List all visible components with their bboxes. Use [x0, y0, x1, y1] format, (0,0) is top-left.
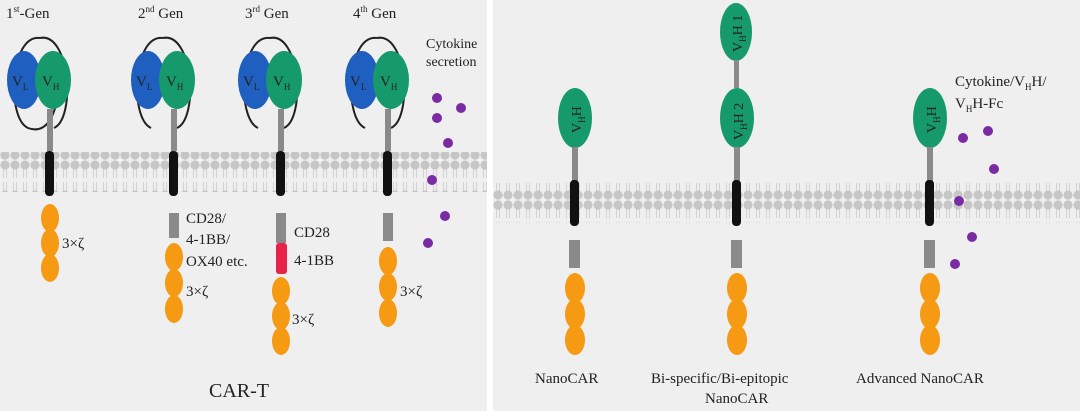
- zeta-label: 3×ζ: [62, 236, 84, 252]
- cytokine-dots: [423, 93, 466, 248]
- costim-label-line3: OX40 etc.: [186, 254, 248, 270]
- 4-1bb-label: 4-1BB: [294, 253, 334, 269]
- vl-domain: [345, 51, 379, 109]
- svg-text:VHH: VHH: [570, 106, 587, 133]
- gen-4-header: 4th Gen: [353, 4, 397, 22]
- hinge: [171, 109, 177, 151]
- cell-membrane: [0, 152, 487, 192]
- vhh-domain: [558, 88, 592, 148]
- vh-domain: [266, 51, 302, 109]
- nanocar-diagram: VHH NanoCAR VHH 1 VHH 2 Bi-specific/Bi-e…: [493, 3, 1080, 407]
- zeta-segment: [565, 325, 585, 355]
- advanced-nanocar-label: Advanced NanoCAR: [856, 371, 984, 387]
- hinge: [927, 147, 933, 182]
- transmembrane-domain: [45, 151, 54, 196]
- car-gen-3: VL VH CD28 4-1BB 3×ζ: [238, 36, 334, 355]
- hinge: [385, 109, 391, 151]
- bispecific-nanocar: VHH 1 VHH 2 Bi-specific/Bi-epitopic Nano…: [651, 3, 789, 407]
- zeta-label: 3×ζ: [292, 312, 314, 328]
- nanocar-label: NanoCAR: [535, 371, 598, 387]
- zeta-segment: [165, 295, 183, 323]
- zeta-segment: [41, 254, 59, 282]
- zeta-segment: [165, 243, 183, 271]
- transmembrane-domain: [570, 180, 579, 226]
- car-gen-1: VL VH 3×ζ: [7, 36, 84, 282]
- vh-domain: [373, 51, 409, 109]
- hinge: [734, 147, 740, 182]
- zeta-label: 3×ζ: [400, 284, 422, 300]
- costim-domain: [169, 213, 179, 238]
- hinge: [47, 109, 53, 151]
- vl-domain: [131, 51, 165, 109]
- cd28-label: CD28: [294, 225, 330, 241]
- svg-text:VHH: VHH: [925, 106, 942, 133]
- gen-1-header: 1st-Gen: [6, 4, 50, 22]
- car-gen-4: VL VH 3×ζ: [345, 36, 422, 327]
- zeta-label: 3×ζ: [186, 284, 208, 300]
- bispecific-label-line2: NanoCAR: [705, 391, 768, 407]
- costim-label-line1: CD28/: [186, 211, 227, 227]
- bispecific-label-line1: Bi-specific/Bi-epitopic: [651, 371, 789, 387]
- zeta-segment: [379, 247, 397, 275]
- costim-label-line2: 4-1BB/: [186, 232, 231, 248]
- zeta-segment: [727, 273, 747, 303]
- vhh-domain: [913, 88, 947, 148]
- cytokine-label-line2: secretion: [426, 55, 477, 70]
- transmembrane-domain: [276, 151, 285, 196]
- transmembrane-domain: [925, 180, 934, 226]
- zeta-segment: [379, 273, 397, 301]
- hinge: [278, 109, 284, 151]
- cytokine-label-line1: Cytokine: [426, 37, 477, 52]
- vhh-2-domain: [720, 88, 754, 148]
- cytokine-dots: [950, 126, 999, 269]
- secreted-factor-label-line1: Cytokine/VHH/: [955, 74, 1047, 92]
- vh-domain: [159, 51, 195, 109]
- car-t-panel: 1st-Gen 2nd Gen 3rd Gen 4th Gen VL VH 3×…: [0, 0, 487, 411]
- svg-text:VHH 2: VHH 2: [732, 103, 749, 140]
- nanocar: VHH NanoCAR: [535, 88, 598, 387]
- zeta-segment: [272, 277, 290, 305]
- zeta-segment: [379, 299, 397, 327]
- gen-2-header: 2nd Gen: [138, 4, 184, 22]
- zeta-segment: [41, 204, 59, 232]
- zeta-segment: [727, 325, 747, 355]
- zeta-segment: [727, 299, 747, 329]
- zeta-segment: [565, 299, 585, 329]
- costim-domain: [924, 240, 935, 268]
- zeta-segment: [272, 302, 290, 330]
- transmembrane-domain: [732, 180, 741, 226]
- zeta-segment: [920, 299, 940, 329]
- cd28-domain: [276, 213, 286, 243]
- advanced-nanocar: VHH Advanced NanoCAR: [856, 88, 984, 387]
- transmembrane-domain: [169, 151, 178, 196]
- zeta-segment: [920, 273, 940, 303]
- vl-domain: [7, 51, 41, 109]
- car-t-title: CAR-T: [209, 380, 269, 402]
- zeta-segment: [565, 273, 585, 303]
- linker: [734, 60, 739, 88]
- svg-text:VHH 1: VHH 1: [731, 15, 748, 52]
- car-t-diagram: 1st-Gen 2nd Gen 3rd Gen 4th Gen VL VH 3×…: [0, 4, 487, 402]
- transmembrane-domain: [383, 151, 392, 196]
- cell-membrane: [493, 183, 1080, 223]
- costim-domain: [383, 213, 393, 241]
- zeta-segment: [165, 269, 183, 297]
- car-gen-2: VL VH CD28/ 4-1BB/ OX40 etc. 3×ζ: [131, 36, 248, 323]
- vl-domain: [238, 51, 272, 109]
- hinge: [572, 147, 578, 182]
- secreted-factor-label-line2: VHH-Fc: [955, 96, 1004, 114]
- zeta-segment: [920, 325, 940, 355]
- costim-domain: [569, 240, 580, 268]
- vhh-1-domain: [720, 3, 752, 61]
- 4-1bb-domain: [276, 243, 287, 274]
- gen-3-header: 3rd Gen: [245, 4, 289, 22]
- zeta-segment: [41, 229, 59, 257]
- costim-domain: [731, 240, 742, 268]
- vh-domain: [35, 51, 71, 109]
- zeta-segment: [272, 327, 290, 355]
- nanocar-panel: VHH NanoCAR VHH 1 VHH 2 Bi-specific/Bi-e…: [493, 0, 1080, 411]
